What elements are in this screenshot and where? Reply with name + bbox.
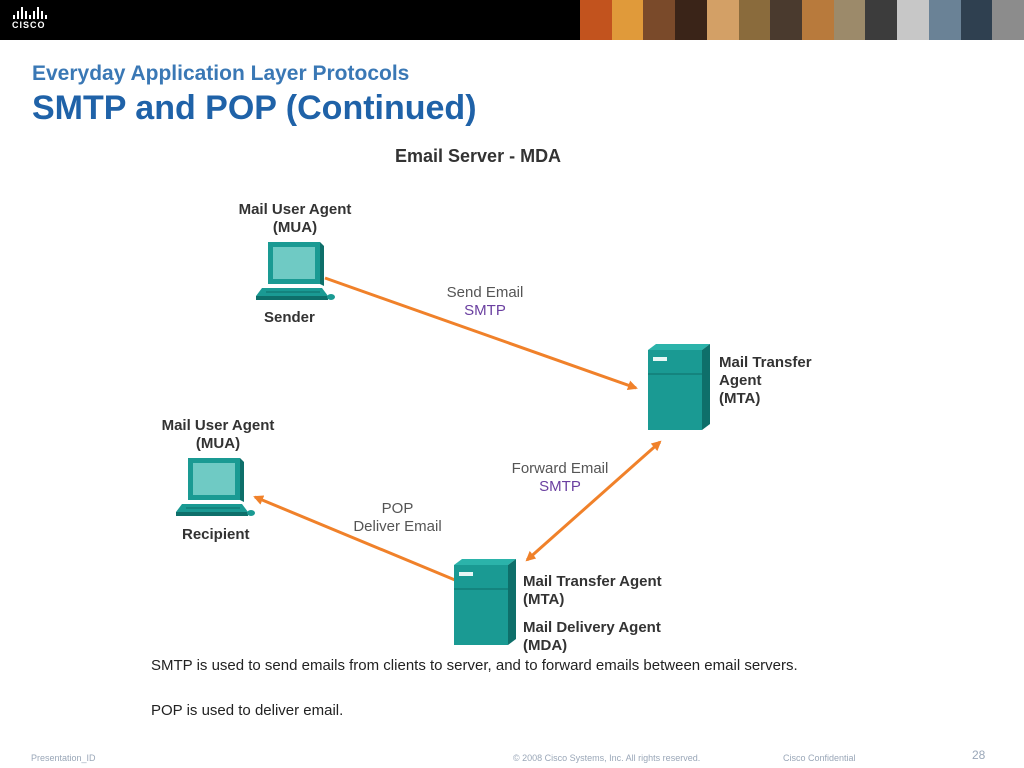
- header-photo-tile: [992, 0, 1024, 40]
- logo-text: CISCO: [12, 20, 46, 30]
- header-photo-tile: [897, 0, 929, 40]
- forward-email-arrow: [525, 440, 662, 562]
- footer-copyright: © 2008 Cisco Systems, Inc. All rights re…: [513, 753, 701, 763]
- note-pop: POP is used to deliver email.: [151, 702, 344, 719]
- header-photo-tile: [706, 0, 739, 40]
- header-photo-tile: [928, 0, 961, 40]
- header-photo-tile: [580, 0, 612, 40]
- slide-title: SMTP and POP (Continued): [32, 89, 477, 127]
- slide-subtitle: Everyday Application Layer Protocols: [32, 62, 410, 85]
- footer-presentation-id: Presentation_ID: [31, 753, 96, 763]
- sender-computer-icon: [256, 242, 335, 300]
- header-photo-tile: [738, 0, 771, 40]
- header-photo-tile: [802, 0, 834, 40]
- cisco-logo: CISCO: [12, 6, 62, 34]
- header-photo-tile: [960, 0, 993, 40]
- sender-role: Sender: [264, 309, 315, 326]
- header-bar: CISCO: [0, 0, 1024, 40]
- note-smtp: SMTP is used to send emails from clients…: [151, 657, 798, 674]
- mta-server-icon: [648, 344, 710, 430]
- send-email-label: Send Email SMTP: [446, 284, 524, 319]
- recipient-role: Recipient: [182, 526, 250, 543]
- mda-server-icon: [454, 559, 516, 645]
- send-email-arrow: [324, 276, 638, 391]
- header-photo-tile: [611, 0, 644, 40]
- mta-label: Mail Transfer Agent (MTA): [719, 354, 812, 407]
- sender-label: Mail User Agent (MUA): [238, 201, 352, 236]
- forward-email-label: Forward Email SMTP: [511, 460, 609, 495]
- recipient-label: Mail User Agent (MUA): [161, 417, 275, 452]
- header-photo-tile: [643, 0, 676, 40]
- diagram-title: Email Server - MDA: [395, 146, 562, 166]
- mda-label: Mail Transfer Agent (MTA) Mail Delivery …: [523, 573, 662, 654]
- header-photo-tile: [770, 0, 803, 40]
- page-number: 28: [972, 748, 986, 762]
- header-photo-tile: [865, 0, 898, 40]
- photo-strip: [580, 0, 1024, 40]
- recipient-computer-icon: [176, 458, 255, 516]
- pop-deliver-label: POP Deliver Email: [353, 500, 442, 535]
- deliver-email-arrow: [253, 495, 456, 582]
- header-photo-tile: [833, 0, 866, 40]
- header-photo-tile: [675, 0, 707, 40]
- cisco-bridge-icon: [13, 7, 47, 19]
- footer-confidential: Cisco Confidential: [783, 753, 856, 763]
